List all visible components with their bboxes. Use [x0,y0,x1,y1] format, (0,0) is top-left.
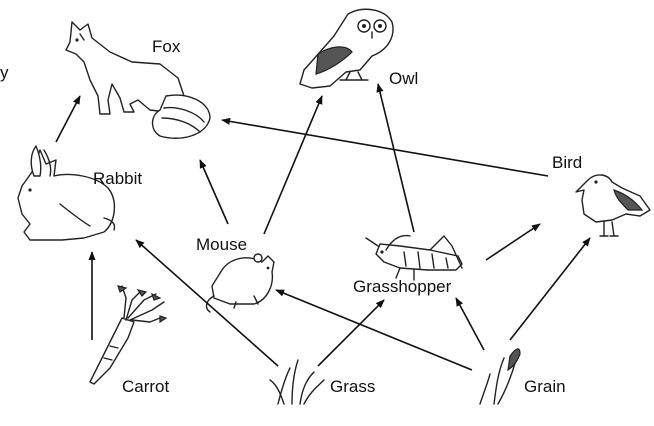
label-rabbit: Rabbit [93,169,142,188]
label-grass: Grass [330,377,375,396]
label-bird: Bird [552,153,582,172]
arrow-grain-to-mouse [276,290,472,370]
label-fox: Fox [152,37,181,56]
label-grasshopper: Grasshopper [353,277,452,296]
arrow-bird-to-fox [222,120,548,176]
bird-icon [576,175,650,236]
grasshopper-icon [366,236,462,280]
arrow-grass-to-grasshopper [318,300,384,366]
grain-icon [480,349,520,404]
label-mouse: Mouse [196,235,247,254]
label-carrot: Carrot [122,377,170,396]
arrow-grasshopper-to-bird [486,224,540,260]
arrow-rabbit-to-fox [56,96,80,142]
carrot-icon [90,286,166,384]
grass-icon [270,360,324,404]
mouse-icon [207,254,274,312]
owl-icon [300,9,393,88]
label-edge-fragment: y [0,63,9,82]
arrow-mouse-to-fox [200,160,228,224]
arrow-grain-to-grasshopper [456,298,484,350]
label-owl: Owl [389,69,418,88]
arrow-mouse-to-owl [264,96,322,234]
arrow-grain-to-bird [510,238,590,340]
arrow-grasshopper-to-owl [378,84,414,232]
label-grain: Grain [524,377,566,396]
fox-icon [66,22,210,138]
rabbit-icon [18,146,115,240]
